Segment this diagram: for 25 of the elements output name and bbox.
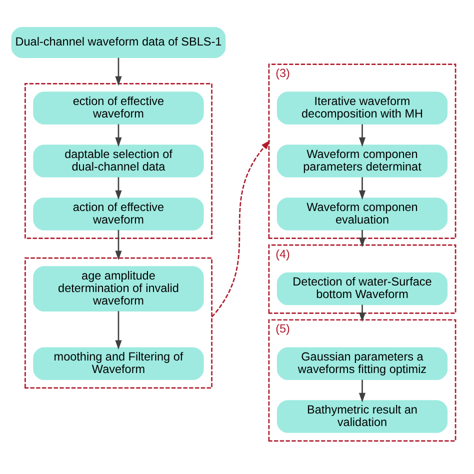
- node-box: Iterative waveform decomposition with MH: [276, 91, 448, 124]
- arrow: [115, 310, 122, 350]
- node-box: ection of effective waveform: [33, 91, 204, 124]
- node-box: Detection of water-Surface bottom Waveform: [276, 272, 448, 305]
- cluster: [24, 82, 212, 239]
- arrow: [358, 229, 366, 247]
- node-box: Gaussian parameters a waveforms fitting optimiz: [276, 346, 448, 380]
- cluster: [24, 256, 212, 388]
- arrow: [358, 379, 366, 402]
- arrow: [115, 57, 122, 86]
- node-box: daptable selection of dual-channel data: [33, 144, 204, 177]
- node-box: moothing and Filtering of Waveform: [33, 346, 204, 380]
- arrow: [115, 176, 122, 200]
- arrow: [211, 140, 270, 317]
- arrow: [115, 124, 122, 146]
- node-box: Dual-channel waveform data of SBLS-1: [11, 26, 226, 58]
- arrow: [358, 124, 366, 146]
- arrow: [358, 176, 366, 200]
- node-box: Waveform componen parameters determinat: [276, 144, 448, 177]
- node-box: Bathymetric result an validation: [276, 400, 448, 432]
- node-box: age amplitude determination of invalid waveform: [33, 266, 204, 311]
- arrow: [358, 304, 366, 322]
- node-box: Waveform componen evaluation: [276, 197, 448, 230]
- arrow: [115, 229, 122, 260]
- node-box: action of effective waveform: [33, 197, 204, 230]
